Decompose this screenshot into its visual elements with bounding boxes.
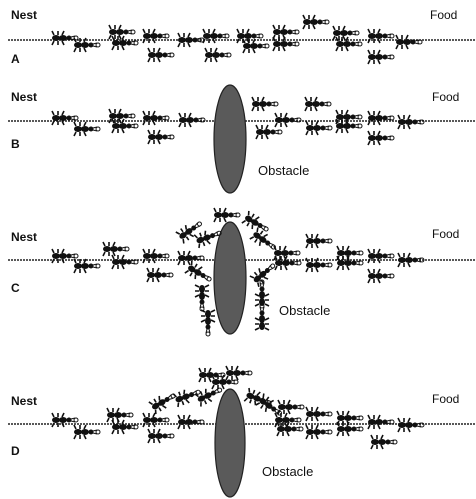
ant-icon xyxy=(195,285,209,311)
ant-icon xyxy=(303,15,329,29)
ant-icon xyxy=(201,310,215,336)
ant-icon xyxy=(52,413,78,427)
ant-icon xyxy=(214,208,240,222)
ant-icon xyxy=(273,25,299,39)
ant-icon xyxy=(255,280,269,306)
ant-icon xyxy=(237,29,263,43)
ant-icon xyxy=(243,39,269,53)
panel-letter: C xyxy=(11,281,20,295)
ant-icon xyxy=(112,420,138,434)
ant-icon xyxy=(147,268,173,282)
ant-icon xyxy=(252,97,278,111)
ant-icon xyxy=(143,249,169,263)
ant-icon xyxy=(226,366,252,380)
ant-icon xyxy=(112,255,138,269)
ant-icon xyxy=(148,429,174,443)
ant-icon xyxy=(337,256,363,270)
ant-icon xyxy=(368,50,394,64)
ant-icon xyxy=(178,415,204,429)
ant-icon xyxy=(368,131,394,145)
ant-icon xyxy=(337,411,363,425)
food-label: Food xyxy=(430,8,457,22)
ant-icon xyxy=(371,435,397,449)
ant-icon xyxy=(107,408,133,422)
panel-letter: B xyxy=(11,137,20,151)
panel-a: Nest Food A xyxy=(8,8,476,66)
obstacle-label: Obstacle xyxy=(262,464,313,479)
ant-icon xyxy=(148,48,174,62)
obstacle-label: Obstacle xyxy=(279,303,330,318)
ant-icon xyxy=(368,249,394,263)
panel-letter: A xyxy=(11,52,20,66)
panel-b: Nest Food B Obstacle xyxy=(8,85,476,193)
ant-icon xyxy=(337,246,363,260)
ant-icon xyxy=(368,29,394,43)
ant-icon xyxy=(368,111,394,125)
ant-icon xyxy=(275,256,301,270)
ant-icon xyxy=(396,35,422,49)
ant-icon xyxy=(255,304,269,330)
ant-icon xyxy=(306,121,332,135)
ant-icon xyxy=(250,228,279,254)
ant-icon xyxy=(336,110,362,124)
ant-icon xyxy=(368,269,394,283)
panel-letter: D xyxy=(11,444,20,458)
food-label: Food xyxy=(432,227,459,241)
ant-icon xyxy=(305,97,331,111)
ant-icon xyxy=(368,415,394,429)
ant-icon xyxy=(256,125,282,139)
nest-label: Nest xyxy=(11,8,37,22)
ant-icon xyxy=(112,36,138,50)
nest-label: Nest xyxy=(11,230,37,244)
nest-label: Nest xyxy=(11,90,37,104)
obstacle xyxy=(214,222,246,334)
ant-icon xyxy=(306,425,332,439)
food-label: Food xyxy=(432,392,459,406)
ant-icon xyxy=(143,29,169,43)
ant-icon xyxy=(306,234,332,248)
ant-icon xyxy=(398,253,424,267)
ant-icon xyxy=(74,259,100,273)
ant-icon xyxy=(74,425,100,439)
ant-icon xyxy=(203,29,229,43)
ant-icon xyxy=(336,37,362,51)
obstacle xyxy=(214,85,246,193)
ant-icon xyxy=(178,33,204,47)
ant-icon xyxy=(143,111,169,125)
obstacle xyxy=(215,389,245,497)
ant-icon xyxy=(274,246,300,260)
ant-icon xyxy=(278,400,304,414)
ant-icon xyxy=(103,242,129,256)
ant-icon xyxy=(398,418,424,432)
nest-label: Nest xyxy=(11,394,37,408)
ant-icon xyxy=(179,113,205,127)
ant-icon xyxy=(205,48,231,62)
ant-icon xyxy=(275,113,301,127)
panel-c: Nest Food C Obstacle xyxy=(8,208,476,336)
panel-d: Nest Food D Obstacle xyxy=(8,366,476,497)
food-label: Food xyxy=(432,90,459,104)
ant-icon xyxy=(149,389,179,414)
ant-icon xyxy=(74,122,100,136)
ant-icon xyxy=(306,407,332,421)
ant-icon xyxy=(148,130,174,144)
ant-icon xyxy=(273,37,299,51)
ant-icon xyxy=(143,413,169,427)
obstacle-label: Obstacle xyxy=(258,163,309,178)
ant-icon xyxy=(398,115,424,129)
